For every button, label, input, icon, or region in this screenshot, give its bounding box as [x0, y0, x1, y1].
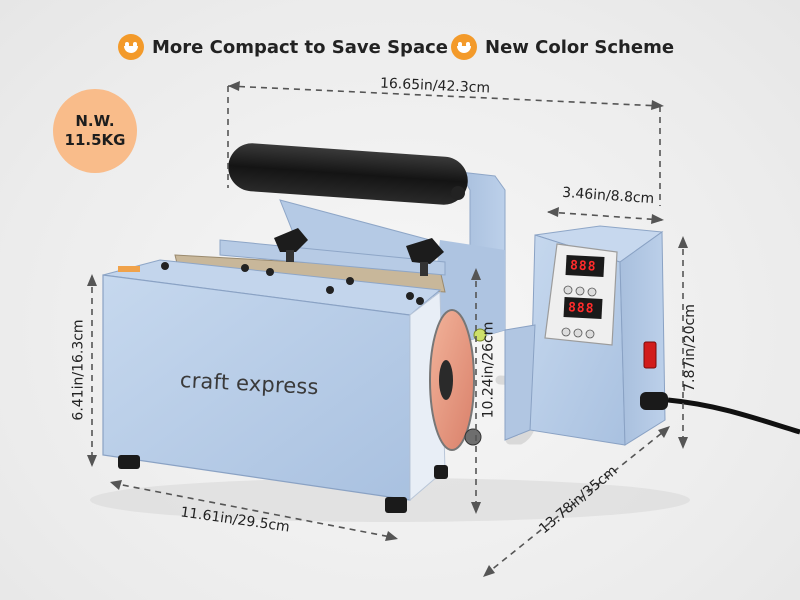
display-upper: [565, 255, 605, 277]
handle-bolt: [451, 186, 465, 200]
warning-label: [118, 266, 140, 272]
thermo-indicator: [473, 328, 487, 342]
knob-left: [274, 228, 308, 262]
feature-compact: More Compact to Save Space: [118, 34, 448, 60]
smiley-icon: [451, 34, 477, 60]
power-switch: [643, 341, 657, 369]
dim-box-height: 6.41in/16.3cm: [70, 319, 87, 421]
display-lower-value: 888: [567, 300, 595, 317]
feature-color-text: New Color Scheme: [485, 36, 675, 58]
weight-value: 11.5KG: [64, 131, 126, 149]
cord-plug: [640, 392, 668, 410]
feature-color: New Color Scheme: [451, 34, 674, 60]
top-rail: [219, 239, 446, 276]
feet: [118, 455, 448, 513]
weight-label: N.W.: [75, 112, 115, 131]
pad-connector: [439, 360, 453, 400]
display-lower: [563, 297, 603, 319]
dimension-lines: [91, 85, 684, 576]
dimension-arrows: [87, 81, 688, 577]
display-upper-value: 888: [569, 258, 597, 275]
knob-right: [406, 238, 444, 276]
box-bolts: [161, 262, 424, 305]
panel-base: [504, 324, 536, 441]
dim-overall-height: 10.24in/26cm: [480, 321, 497, 419]
power-cord: [667, 397, 800, 435]
dim-panel-height: 7.87in/20cm: [681, 304, 698, 392]
weight-badge: N.W. 11.5KG: [53, 89, 137, 173]
smiley-icon: [118, 34, 144, 60]
foam-handle: [228, 143, 468, 205]
panel-side: [619, 231, 666, 446]
feature-compact-text: More Compact to Save Space: [152, 36, 448, 58]
control-buttons: [561, 285, 597, 339]
thermo-bolt: [464, 428, 482, 446]
